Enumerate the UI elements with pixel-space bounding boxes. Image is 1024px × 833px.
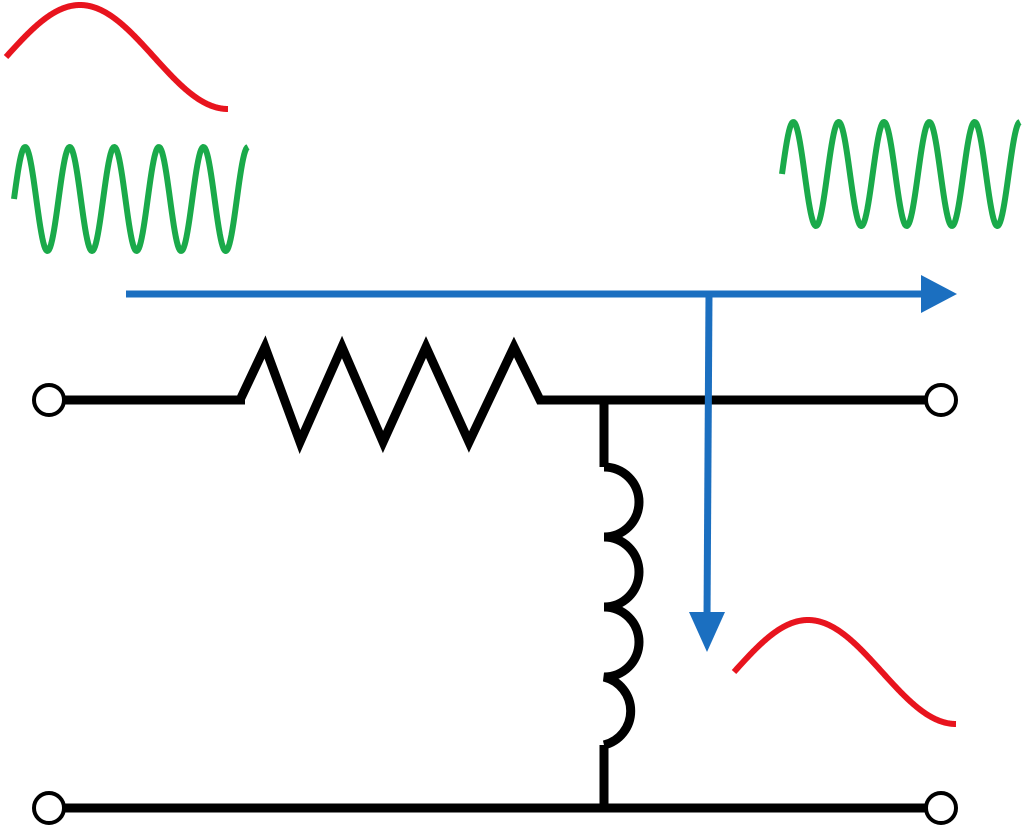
output-terminal-top: [924, 383, 958, 417]
input-terminal-top: [32, 383, 66, 417]
inductor: [602, 462, 644, 750]
output-high-frequency-wave: [779, 119, 1023, 229]
shunted-low-frequency-wave: [731, 617, 959, 727]
input-low-frequency-wave: [3, 2, 231, 112]
resistor: [235, 335, 545, 454]
passthrough-arrowhead-icon: [921, 275, 957, 313]
output-terminal-bottom: [924, 791, 958, 825]
shunt-arrowhead-icon: [689, 612, 725, 652]
shunt-arrow-line: [703, 293, 713, 619]
input-high-frequency-wave: [11, 144, 251, 254]
input-terminal-bottom: [32, 791, 66, 825]
